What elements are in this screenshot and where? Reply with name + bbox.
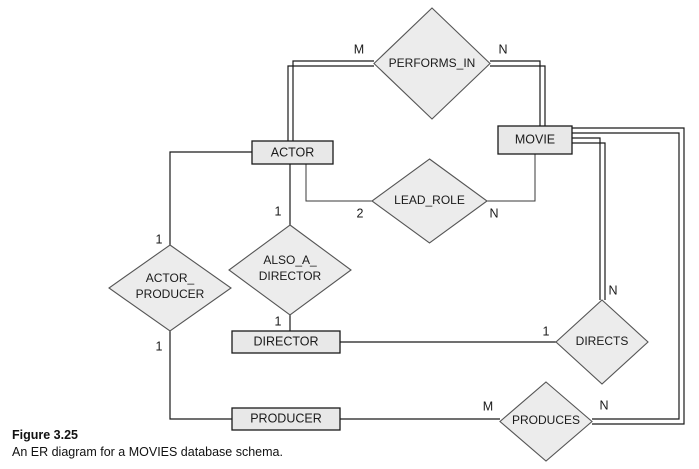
relationship-also-a-director-label-line2: DIRECTOR xyxy=(259,269,322,283)
connector-actor-actor-producer xyxy=(169,151,252,245)
entity-director[interactable]: DIRECTOR xyxy=(231,330,341,354)
cardinality-produces-producer: M xyxy=(483,399,493,413)
connector-lead-role-movie xyxy=(487,154,536,202)
relationship-actor-producer-label-line1: ACTOR_ xyxy=(146,271,195,285)
relationship-lead-role-label: LEAD_ROLE xyxy=(394,193,465,207)
entity-actor[interactable]: ACTOR xyxy=(251,140,334,165)
connector-actor-lead-role xyxy=(305,164,372,202)
connector-actor-producer-producer xyxy=(169,331,232,420)
connector-performs-in-movie xyxy=(490,60,546,126)
figure-caption-text: An ER diagram for a MOVIES database sche… xyxy=(12,445,283,459)
relationship-directs-label: DIRECTS xyxy=(576,334,629,348)
entity-producer[interactable]: PRODUCER xyxy=(231,407,341,431)
relationship-actor-producer[interactable]: ACTOR_ PRODUCER xyxy=(108,244,232,332)
cardinality-actor-actor-producer: 1 xyxy=(156,232,163,246)
connector-movie-directs xyxy=(572,137,606,300)
cardinality-performs-in-actor: M xyxy=(354,42,364,56)
cardinality-performs-in-movie: N xyxy=(498,42,507,56)
relationship-performs-in-label: PERFORMS_IN xyxy=(389,56,476,70)
cardinality-actor-producer-producer: 1 xyxy=(156,339,163,353)
relationship-produces-label: PRODUCES xyxy=(512,413,580,427)
cardinality-actor-also-a-director: 1 xyxy=(275,204,282,218)
cardinality-lead-role-actor: 2 xyxy=(357,206,364,220)
entity-movie-label: MOVIE xyxy=(515,132,555,146)
relationship-actor-producer-label-line2: PRODUCER xyxy=(136,287,205,301)
relationship-also-a-director-label-line1: ALSO_A_ xyxy=(263,253,317,267)
entity-actor-label: ACTOR xyxy=(271,145,315,159)
figure-number: Figure 3.25 xyxy=(12,428,78,442)
cardinality-lead-role-movie: N xyxy=(489,206,498,220)
cardinality-directs-movie: N xyxy=(608,283,617,297)
relationship-produces[interactable]: PRODUCES xyxy=(499,381,593,462)
figure-caption: Figure 3.25 An ER diagram for a MOVIES d… xyxy=(12,428,442,460)
relationship-also-a-director[interactable]: ALSO_A_ DIRECTOR xyxy=(228,224,352,316)
entity-movie[interactable]: MOVIE xyxy=(497,125,573,155)
cardinality-also-a-director-director: 1 xyxy=(275,314,282,328)
cardinality-produces-movie: N xyxy=(599,398,608,412)
entity-director-label: DIRECTOR xyxy=(253,334,318,348)
relationship-directs[interactable]: DIRECTS xyxy=(555,299,649,385)
relationship-performs-in[interactable]: PERFORMS_IN xyxy=(373,7,491,120)
connector-actor-performs-in xyxy=(287,60,374,141)
cardinality-directs-director: 1 xyxy=(543,324,550,338)
relationship-lead-role[interactable]: LEAD_ROLE xyxy=(371,158,488,244)
entity-producer-label: PRODUCER xyxy=(250,411,322,425)
connector-produces-movie xyxy=(572,127,685,425)
